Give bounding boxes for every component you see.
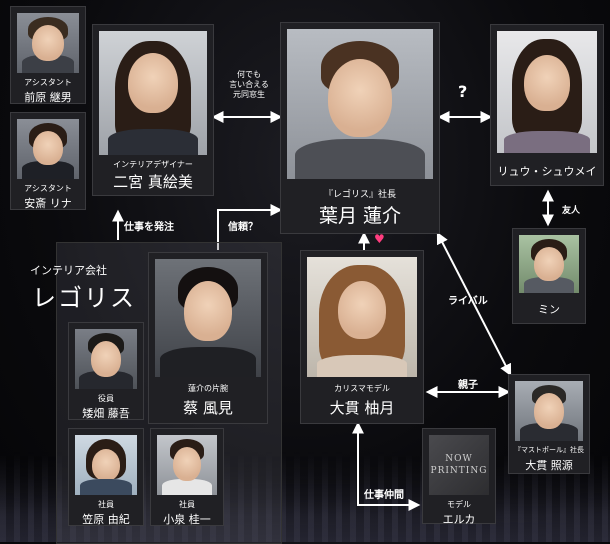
- now-printing-placeholder: NOW PRINTING: [429, 435, 489, 495]
- link-rival: [436, 231, 512, 377]
- name-onuki: 大貫 柚月: [329, 399, 395, 417]
- name-erika: エルカ: [442, 513, 476, 526]
- heart-icon: ♥: [374, 232, 385, 246]
- card-koizumi[interactable]: 社員 小泉 桂一: [150, 428, 224, 526]
- name-sai: 蔡 風見: [183, 399, 233, 417]
- role-hazuki: 『レゴリス』社長: [323, 190, 396, 200]
- name-anzai: 安斎 リナ: [24, 197, 72, 210]
- name-maehara: 前原 継男: [24, 91, 72, 104]
- card-kabata[interactable]: 役員 矮畑 藤吾: [68, 322, 144, 420]
- role-maehara: アシスタント: [24, 78, 72, 87]
- photo-ryu: [497, 31, 597, 153]
- photo-hazuki: [287, 29, 433, 179]
- role-anzai: アシスタント: [24, 184, 72, 193]
- card-maehara[interactable]: アシスタント 前原 継男: [10, 6, 86, 104]
- label-colleague: 仕事仲間: [364, 490, 404, 501]
- photo-min: [519, 235, 579, 293]
- group-title-name: レゴリス: [32, 284, 136, 312]
- label-friend: 友人: [562, 206, 581, 216]
- role-erika: モデル: [447, 500, 471, 509]
- label-parent: 親子: [458, 380, 478, 391]
- card-hazuki[interactable]: 『レゴリス』社長 葉月 蓮介: [280, 22, 440, 234]
- card-sai[interactable]: 蓮介の片腕 蔡 風見: [148, 252, 268, 424]
- name-teruhara: 大貫 照源: [525, 459, 573, 472]
- name-min: ミン: [538, 303, 560, 316]
- role-kasahara: 社員: [98, 500, 114, 509]
- role-onuki: カリスマモデル: [334, 384, 390, 393]
- name-ryu: リュウ・シュウメイ: [497, 165, 597, 178]
- photo-maehara: [17, 13, 79, 73]
- card-anzai[interactable]: アシスタント 安斎 リナ: [10, 112, 86, 210]
- photo-teruhara: [515, 381, 583, 441]
- photo-ninomiya: [99, 31, 207, 155]
- card-ninomiya[interactable]: インテリアデザイナー 二宮 真絵美: [92, 24, 214, 196]
- role-sai: 蓮介の片腕: [188, 384, 228, 393]
- card-kasahara[interactable]: 社員 笠原 由紀: [68, 428, 144, 526]
- card-ryu[interactable]: リュウ・シュウメイ: [490, 24, 604, 186]
- role-kabata: 役員: [98, 394, 114, 403]
- photo-onuki: [307, 257, 417, 377]
- photo-anzai: [17, 119, 79, 179]
- label-order: 仕事を発注: [124, 222, 174, 233]
- link-trust: [217, 204, 283, 250]
- label-rival: ライバル: [448, 296, 488, 307]
- now-printing-line1: NOW: [445, 454, 473, 464]
- label-classmate: 何でも 言い合える 元同窓生: [229, 70, 269, 99]
- card-teruhara[interactable]: 『マストポール』社長 大貫 照源: [508, 374, 590, 474]
- label-unknown: ?: [458, 82, 468, 101]
- photo-kabata: [75, 329, 137, 389]
- label-trust: 信頼？: [228, 222, 258, 233]
- name-ninomiya: 二宮 真絵美: [113, 173, 193, 191]
- photo-sai: [155, 259, 261, 377]
- photo-kasahara: [75, 435, 137, 495]
- name-kabata: 矮畑 藤吾: [82, 407, 130, 420]
- link-colleague: [352, 421, 421, 511]
- name-hazuki: 葉月 蓮介: [318, 205, 402, 227]
- card-onuki[interactable]: カリスマモデル 大貫 柚月: [300, 250, 424, 424]
- group-title-company: インテリア会社: [30, 264, 107, 277]
- card-min[interactable]: ミン: [512, 228, 586, 324]
- card-erika[interactable]: NOW PRINTING モデル エルカ: [422, 428, 496, 526]
- role-ninomiya: インテリアデザイナー: [113, 160, 193, 169]
- role-teruhara: 『マストポール』社長: [514, 446, 584, 454]
- name-kasahara: 笠原 由紀: [82, 513, 130, 526]
- role-koizumi: 社員: [179, 500, 195, 509]
- now-printing-line2: PRINTING: [430, 466, 488, 476]
- name-koizumi: 小泉 桂一: [163, 513, 211, 526]
- photo-koizumi: [157, 435, 217, 495]
